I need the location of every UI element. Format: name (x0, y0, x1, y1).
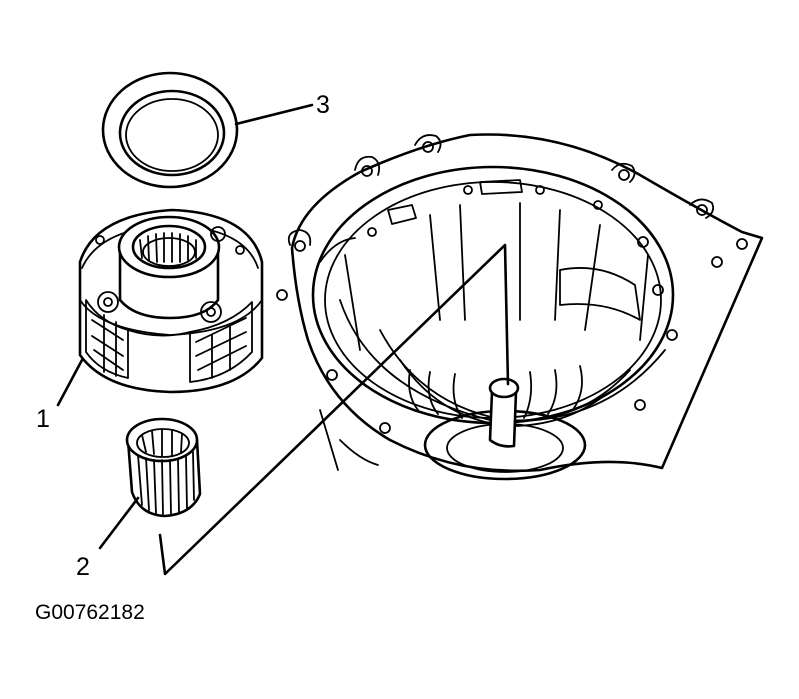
leader-lines (56, 103, 510, 576)
part-2-bearing (125, 417, 202, 518)
part-3-ring (101, 71, 239, 189)
callout-2-label: 2 (76, 553, 90, 581)
callout-1-label: 1 (36, 405, 50, 433)
part-1-carrier (78, 208, 264, 394)
transmission-case (276, 133, 764, 481)
figure-id: G00762182 (35, 601, 145, 624)
callout-3-label: 3 (316, 91, 330, 119)
